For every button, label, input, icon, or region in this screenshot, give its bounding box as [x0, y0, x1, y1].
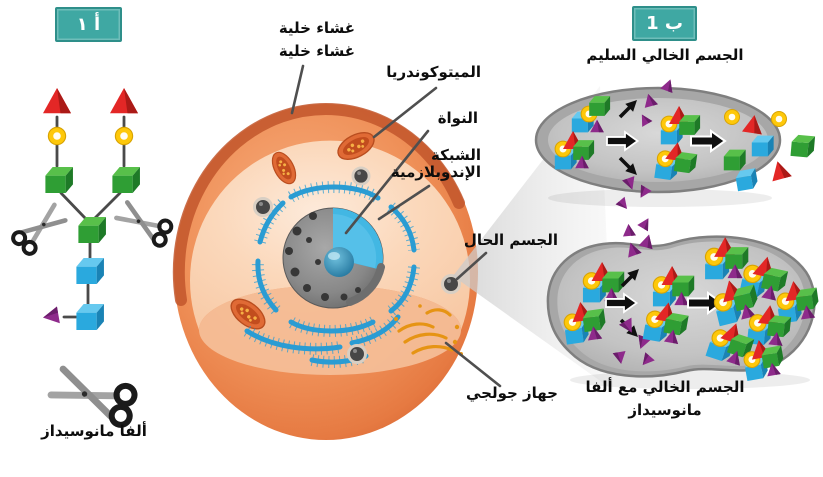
- sugar-yellow-ball: [114, 126, 134, 146]
- label-alpha-mannosidase: ألفا مانوسيداز: [41, 422, 147, 440]
- label-endoplasmic-reticulum: الشبكة الإندوبلازمية: [390, 146, 481, 181]
- label-cell-membrane-2: غشاء خلية: [278, 42, 355, 60]
- sugar-green-cube: [78, 216, 106, 244]
- cell-illustration: [172, 103, 478, 440]
- label-golgi: جهاز جولجي: [465, 384, 558, 402]
- label-healthy-lysosome: الجسم الخالي السليم: [586, 46, 744, 64]
- sugar-blue-cube: [76, 303, 104, 331]
- nucleus: [282, 207, 385, 309]
- glycan-chain: [10, 88, 176, 429]
- lysosome-dot: [351, 166, 371, 186]
- healthy-lysosome-vesicle: [534, 77, 816, 213]
- sugar-red-cone: [43, 88, 71, 114]
- scissors-icon: [116, 196, 176, 249]
- lysosome-dot: [347, 344, 367, 364]
- label-lysosome: الجسم الحال: [463, 231, 558, 249]
- sugar-yellow-ball: [47, 126, 67, 146]
- panel-b-badge: ب 1: [632, 6, 697, 41]
- deficient-lysosome-vesicle: [546, 215, 821, 389]
- label-deficient-lysosome: الجسم الخالي مع ألفا مانوسيداز: [585, 378, 745, 419]
- golgi-apparatus: [394, 304, 463, 356]
- cleaved-mannose: [621, 223, 636, 237]
- panel-a-badge: أ ١: [55, 7, 122, 42]
- label-pointer-lines: [290, 64, 502, 388]
- cleaved-mannose: [637, 215, 654, 232]
- scissors-icon: [10, 205, 70, 258]
- sugar-green-cube: [45, 166, 73, 194]
- scissors-icon: [51, 358, 142, 429]
- sugar-green-cube: [112, 166, 140, 194]
- label-cell-membrane-1: غشاء خلية: [278, 19, 355, 37]
- label-nucleus: النواة: [437, 109, 478, 127]
- nucleolus: [324, 247, 354, 277]
- label-mitochondria: الميتوكوندريا: [386, 63, 481, 81]
- lysosome-dot: [253, 197, 273, 217]
- sugar-blue-cube: [76, 257, 104, 285]
- sugar-red-cone: [110, 88, 138, 114]
- sugar-purple-cone: [41, 306, 60, 326]
- nuclear-pores: [285, 212, 361, 301]
- cell-membrane-band: [172, 103, 465, 306]
